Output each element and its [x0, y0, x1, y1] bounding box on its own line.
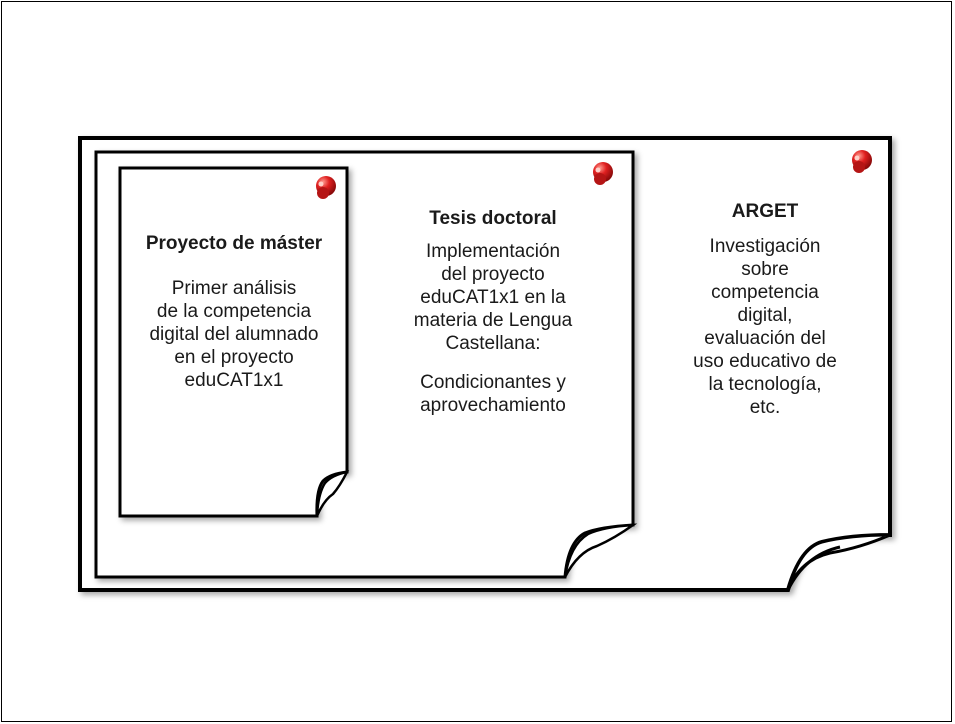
tesis-text: Tesis doctoral Implementación del proyec…: [388, 207, 598, 417]
master-body: Primer análisis de la competencia digita…: [149, 278, 319, 391]
arget-body: Investigación sobre competencia digital,…: [693, 236, 837, 418]
arget-text: ARGET Investigación sobre competencia di…: [650, 200, 880, 419]
master-text: Proyecto de máster Primer análisis de la…: [125, 232, 343, 392]
note-master: [118, 166, 350, 518]
tesis-body: Implementación del proyecto eduCAT1x1 en…: [413, 241, 573, 354]
tesis-title: Tesis doctoral: [429, 208, 557, 229]
pushpin-master-icon: [316, 176, 336, 199]
pushpin-arget-icon: [852, 150, 872, 173]
master-title: Proyecto de máster: [145, 233, 323, 254]
pushpin-tesis-icon: [593, 162, 613, 185]
tesis-body2: Condicionantes y aprovechamiento: [420, 372, 566, 416]
arget-title: ARGET: [731, 201, 799, 222]
